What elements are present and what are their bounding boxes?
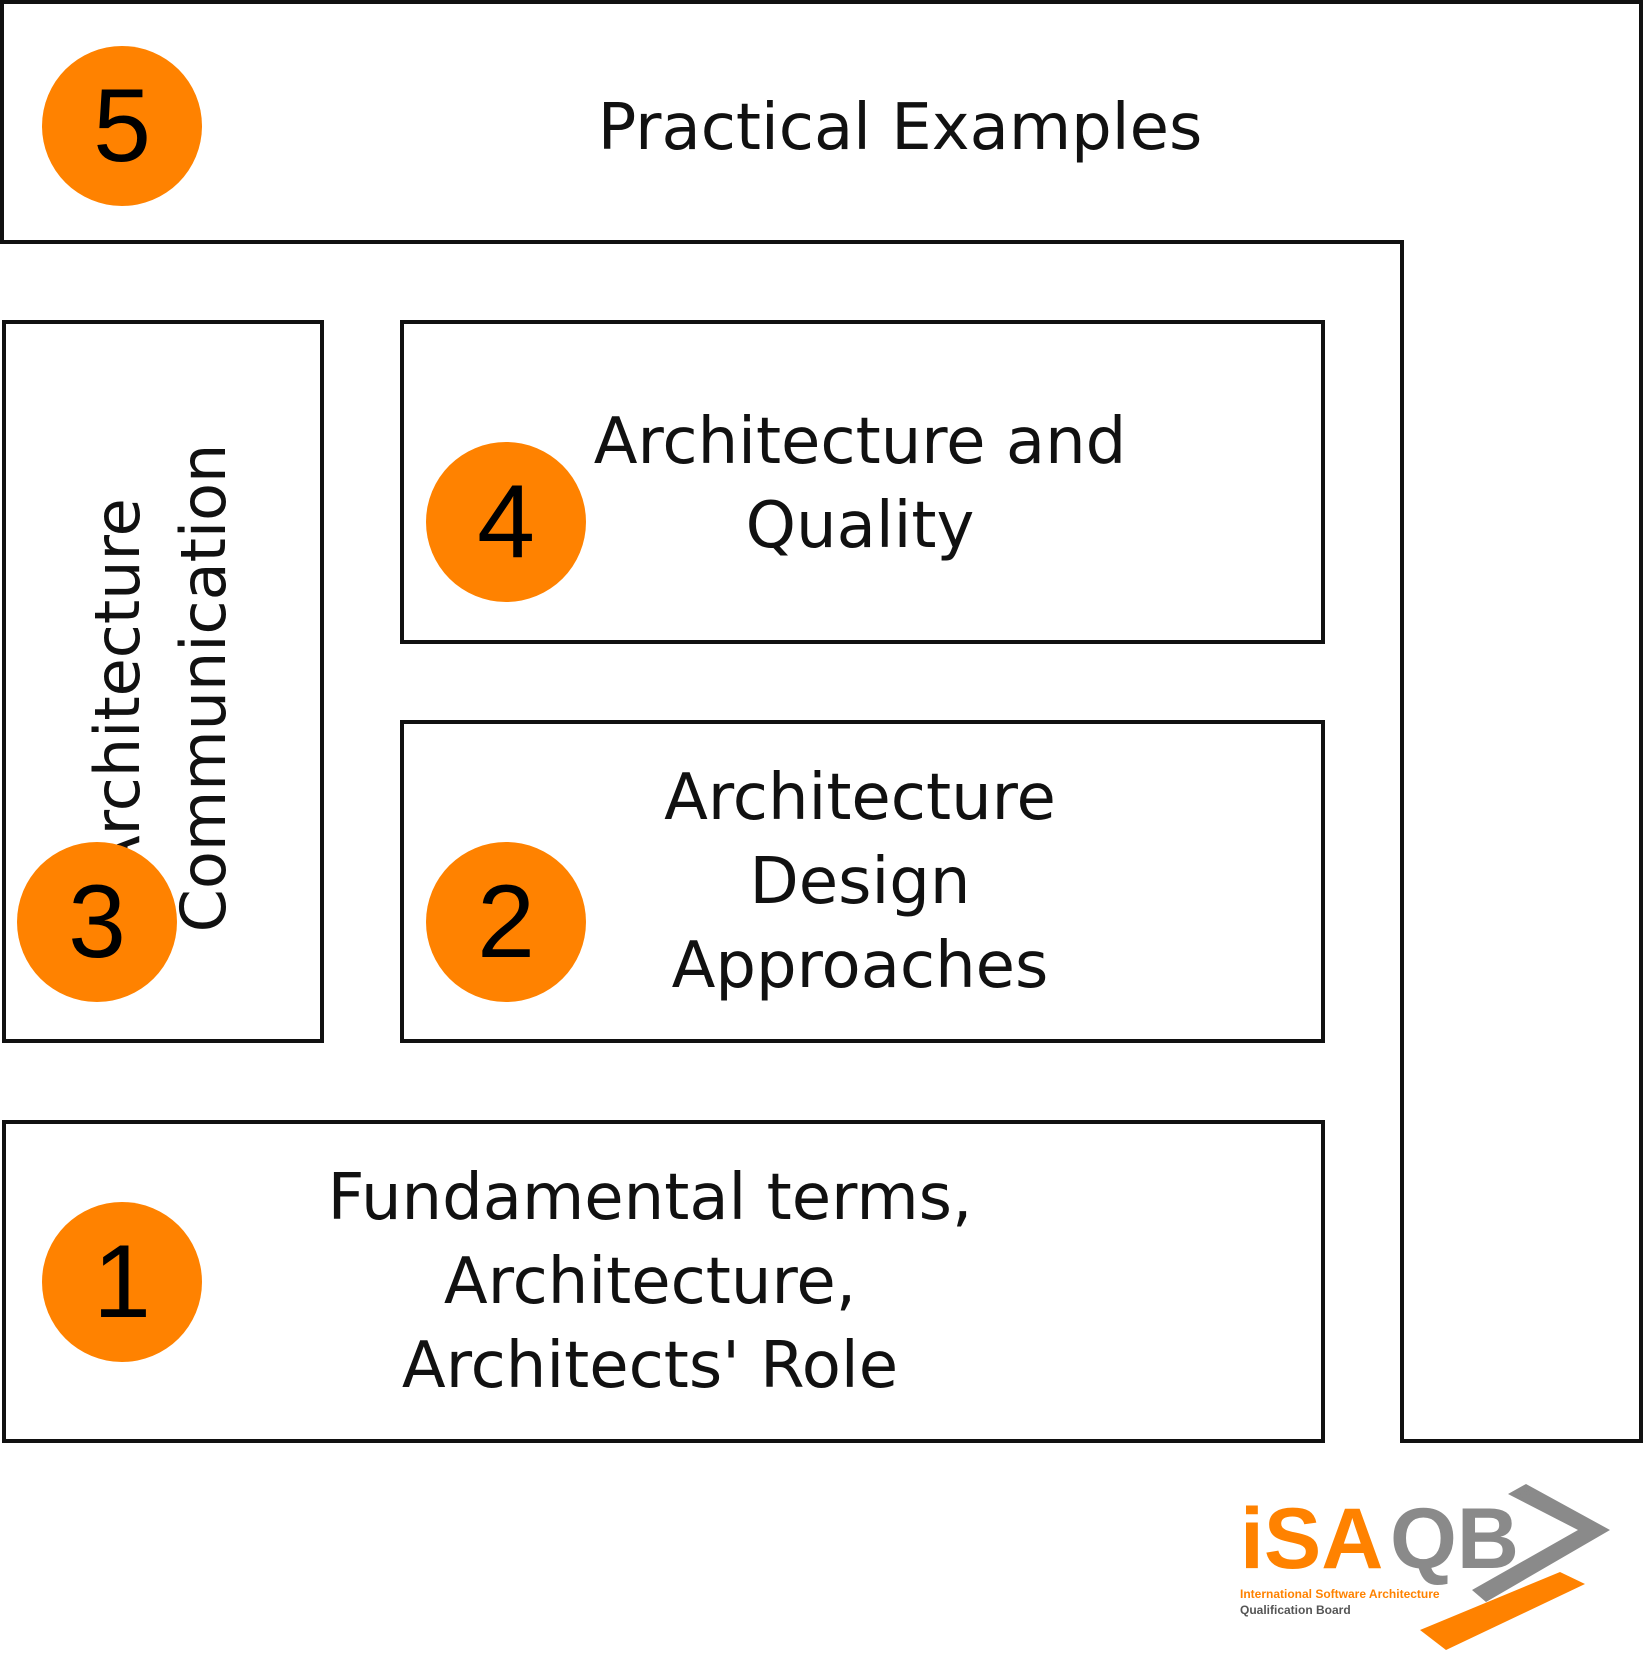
module-5-title-line: Practical Examples — [597, 91, 1203, 165]
module-2-title: Architecture Design Approaches — [560, 756, 1160, 1008]
module-5-frame — [0, 0, 1643, 1443]
isaqb-logo: iSA QB ® International Software Architec… — [1240, 1484, 1610, 1650]
module-4-title-line: Architecture and — [593, 405, 1127, 479]
module-1-title-line: Fundamental terms, — [327, 1161, 973, 1235]
module-2-number-badge: 2 — [426, 842, 586, 1002]
module-1-box — [2, 1120, 1325, 1443]
logo-tagline-1: International Software Architecture — [1240, 1587, 1440, 1601]
module-1-title-line: Architects' Role — [401, 1329, 899, 1403]
module-2-box — [400, 720, 1325, 1043]
module-4-box — [400, 320, 1325, 644]
logo-wordmark-qb: QB — [1390, 1491, 1519, 1587]
module-2-title-line: Design — [749, 845, 971, 919]
module-2-title-line: Architecture — [664, 761, 1056, 835]
module-1-number-badge: 1 — [42, 1202, 202, 1362]
module-4-title-line: Quality — [745, 489, 975, 563]
module-3-number-badge: 3 — [17, 842, 177, 1002]
logo-tagline-2: Qualification Board — [1240, 1603, 1351, 1617]
logo-orange-chevron — [1420, 1572, 1585, 1650]
module-5-title: Practical Examples — [400, 86, 1400, 170]
logo-gray-chevron-icon — [1472, 1484, 1610, 1602]
logo-wordmark-isa: iSA — [1240, 1491, 1383, 1587]
module-4-number-badge: 4 — [426, 442, 586, 602]
module-5-number-badge: 5 — [42, 46, 202, 206]
module-4-title: Architecture and Quality — [560, 400, 1160, 568]
module-3-box — [2, 320, 324, 1043]
logo-registered-mark: ® — [1520, 1485, 1531, 1501]
module-1-title: Fundamental terms, Architecture, Archite… — [220, 1156, 1080, 1408]
module-1-title-line: Architecture, — [443, 1245, 857, 1319]
module-2-title-line: Approaches — [671, 929, 1049, 1003]
